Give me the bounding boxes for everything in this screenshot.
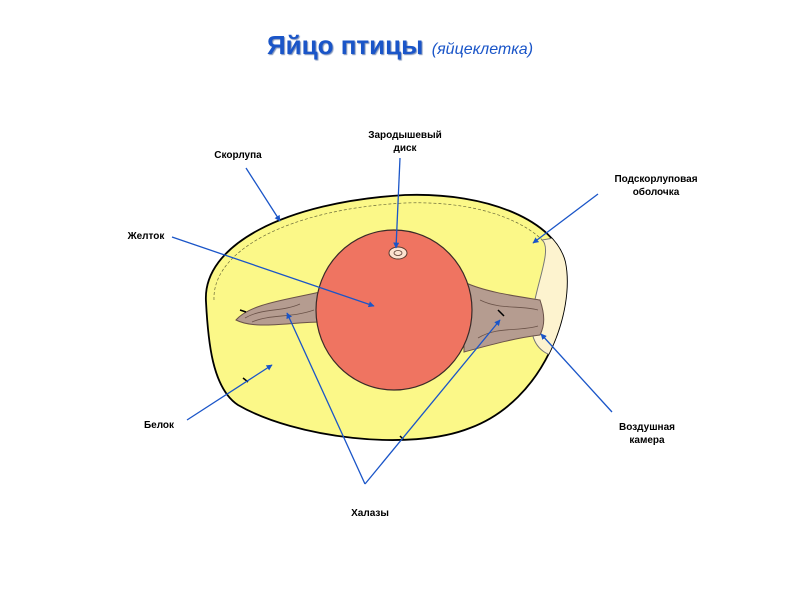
title-main: Яйцо птицы [266, 30, 424, 60]
chalaza-left-twist [244, 303, 315, 323]
arrow-albumen [186, 364, 273, 421]
arrow-germinal-disc [393, 157, 401, 249]
arrow-chalaza-left [286, 312, 366, 485]
chalaza-right-twist [477, 299, 539, 339]
chalaza-right [463, 281, 545, 353]
label-yolk: Желток [127, 231, 165, 242]
arrow-yolk [171, 236, 375, 308]
germinal-disc-center [393, 250, 403, 256]
arrow-shell-membrane [532, 193, 599, 244]
label-germinal-disc: Зародышевый диск [368, 130, 442, 154]
yolk [315, 229, 473, 391]
germinal-disc [388, 246, 408, 260]
shell-tick-marks [239, 309, 505, 441]
page-title: Яйцо птицы (яйцеклетка) [0, 30, 800, 61]
label-shell-membrane: Подскорлуповая оболочка [614, 174, 698, 198]
arrow-shell [245, 167, 281, 222]
shell-membrane-line [213, 202, 559, 301]
arrow-air-cell [540, 333, 613, 413]
label-albumen: Белок [143, 420, 175, 431]
label-chalazae: Халазы [351, 508, 389, 519]
label-shell: Скорлупа [214, 150, 262, 161]
arrow-chalaza-right [364, 319, 501, 485]
title-subtitle: (яйцеклетка) [431, 41, 534, 58]
label-air-cell: Воздушная камера [619, 422, 675, 446]
